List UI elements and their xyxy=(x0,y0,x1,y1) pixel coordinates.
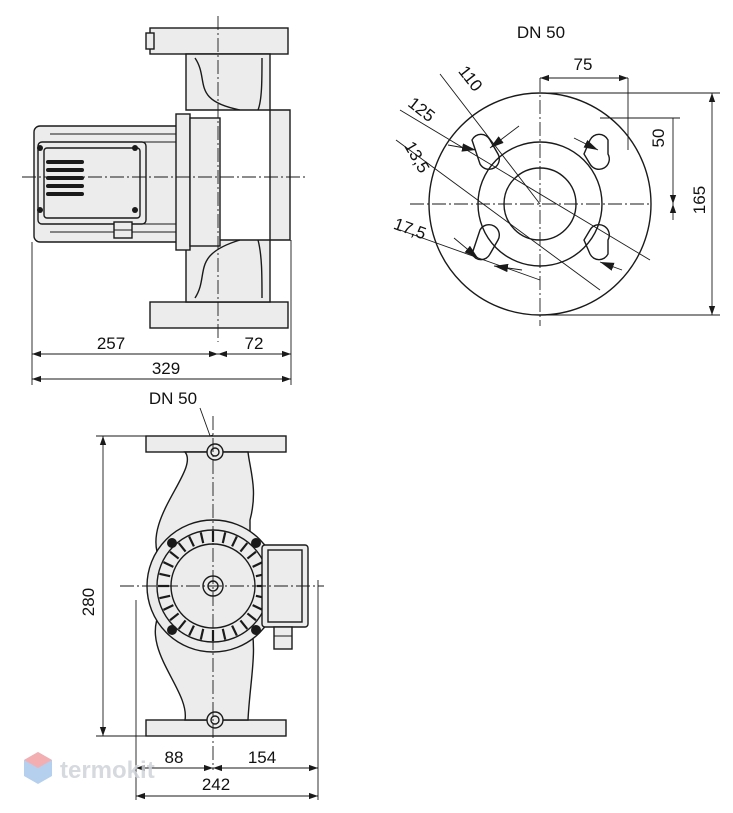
bolt-slot-3 xyxy=(471,224,500,261)
motor-flange xyxy=(175,113,191,251)
motor-rib xyxy=(221,532,227,544)
motor-rib xyxy=(239,542,249,553)
dim-242-label: 242 xyxy=(202,775,230,794)
flange-view: DN 50 xyxy=(391,23,720,326)
bolt-slot-1 xyxy=(471,133,500,170)
motor-rib xyxy=(162,604,174,611)
flange-title: DN 50 xyxy=(517,23,565,42)
motor-rib xyxy=(246,612,257,622)
adapter-ring xyxy=(189,117,221,247)
bolt-slots xyxy=(471,133,610,261)
body-contour-3 xyxy=(194,239,241,299)
front-view: DN 50 xyxy=(79,389,324,800)
top-bolt-hole xyxy=(206,443,224,461)
dim-13-5-label: 13,5 xyxy=(400,138,433,176)
bottom-bolt-hole xyxy=(206,711,224,729)
body-contour-4 xyxy=(257,239,263,299)
motor-rib xyxy=(169,550,180,560)
motor-rib xyxy=(188,625,195,637)
dim-72-label: 72 xyxy=(245,334,264,353)
body-contour-2 xyxy=(257,57,263,111)
motor-rib xyxy=(188,535,195,547)
motor-rib xyxy=(231,535,238,547)
dim-110-label: 110 xyxy=(455,62,487,95)
motor-rib xyxy=(159,572,171,578)
bottom-flange xyxy=(149,301,289,329)
terminal-box xyxy=(37,141,147,225)
motor-rib xyxy=(246,550,257,560)
motor-rib xyxy=(252,604,264,611)
motor-rib xyxy=(221,628,227,640)
screw-3 xyxy=(132,145,138,151)
top-flange xyxy=(149,27,289,55)
terminal-box-inner xyxy=(43,147,141,219)
body-contour-1 xyxy=(194,57,241,111)
dim-165-label: 165 xyxy=(690,186,709,214)
dim-125-label: 125 xyxy=(404,93,438,125)
bolt-1 xyxy=(167,538,177,548)
motor-rib xyxy=(159,594,171,600)
side-view: 257 72 329 xyxy=(22,16,306,385)
dim-280-label: 280 xyxy=(79,588,98,616)
dim-88-label: 88 xyxy=(165,748,184,767)
dim-154-label: 154 xyxy=(248,748,276,767)
motor-rib xyxy=(177,542,187,553)
dim-75-label: 75 xyxy=(574,55,593,74)
motor-rib xyxy=(162,561,174,568)
dim-257-label: 257 xyxy=(97,334,125,353)
top-flange-lip xyxy=(145,32,155,50)
screw-2 xyxy=(37,207,43,213)
motor-rib xyxy=(199,628,205,640)
watermark-text: termokit xyxy=(60,757,155,784)
motor-rib xyxy=(199,532,205,544)
motor-rib xyxy=(169,612,180,622)
bolt-slot-4 xyxy=(583,224,610,261)
motor-rib xyxy=(177,619,187,630)
motor-rib xyxy=(231,625,238,637)
motor-rib xyxy=(252,561,264,568)
dim-50-label: 50 xyxy=(649,129,668,148)
bolt-slot-2 xyxy=(583,133,610,170)
watermark: termokit xyxy=(24,752,155,784)
motor-rib xyxy=(239,619,249,630)
front-title: DN 50 xyxy=(149,389,197,408)
screw-1 xyxy=(37,145,43,151)
bolt-3 xyxy=(167,625,177,635)
dim-329-label: 329 xyxy=(152,359,180,378)
front-cable-gland xyxy=(273,626,293,650)
bolt-4 xyxy=(251,625,261,635)
dim-17-5-label: 17,5 xyxy=(391,214,429,243)
bolt-2 xyxy=(251,538,261,548)
screw-4 xyxy=(132,207,138,213)
